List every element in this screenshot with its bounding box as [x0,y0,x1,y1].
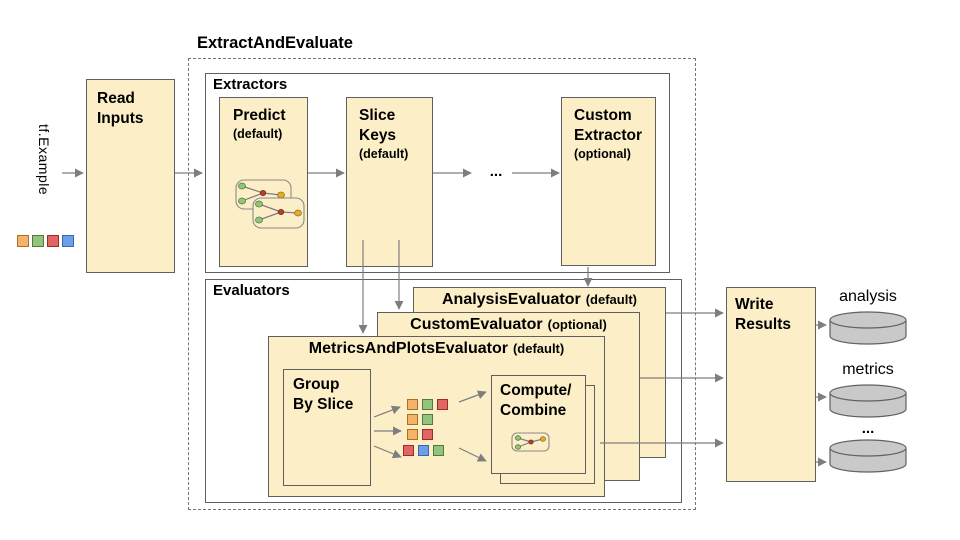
extract-and-evaluate-boundary [188,58,696,510]
predict-qualifier: (default) [233,127,283,141]
compute-combine-box: Compute/ Combine [491,375,586,474]
slice-keys-label: Slice Keys [359,107,397,144]
slice-keys-extractor-box: Slice Keys (default) [346,97,433,267]
slice-color-chip [437,399,448,410]
extractors-ellipsis: ... [489,163,503,180]
slice-color-chip [407,429,418,440]
slice-color-chip [62,235,74,247]
slice-color-chip [418,445,429,456]
read-inputs-box: Read Inputs [86,79,175,273]
custom-extractor-label: Custom Extractor [574,107,643,144]
slice-chip-row-1 [407,399,448,410]
group-by-slice-label: Group By Slice [293,376,354,413]
extractors-section: Extractors [205,73,670,273]
write-results-box: Write Results [726,287,816,482]
custom-extractor-qualifier: (optional) [574,147,631,161]
extractors-section-label: Extractors [213,76,288,93]
read-inputs-label: Read Inputs [97,90,144,127]
analysis-store-label: analysis [839,288,897,305]
slice-color-chip [407,399,418,410]
slice-chip-row-2 [407,414,433,425]
tf-example-chips-icon [17,235,74,247]
group-by-slice-box: Group By Slice [283,369,371,486]
analysis-store-cylinder-icon [829,311,907,345]
evaluators-section-label: Evaluators [213,282,290,299]
slice-color-chip [422,414,433,425]
slice-color-chip [433,445,444,456]
slice-chip-row-4 [403,445,444,456]
custom-evaluator-qualifier: (optional) [547,317,607,332]
slice-color-chip [47,235,59,247]
metrics-and-plots-evaluator-label: MetricsAndPlotsEvaluator [308,340,508,357]
predict-label: Predict [233,107,286,124]
tf-example-label: tf.Example [36,124,52,196]
slice-color-chip [422,429,433,440]
slice-keys-qualifier: (default) [359,147,409,161]
metrics-and-plots-evaluator-qualifier: (default) [512,341,565,356]
slice-color-chip [32,235,44,247]
analysis-evaluator-qualifier: (default) [585,292,637,307]
slice-color-chip [407,414,418,425]
write-results-label: Write Results [735,296,791,333]
other-store-cylinder-icon [829,439,907,473]
evaluators-section: Evaluators [205,279,682,503]
diagram-title: ExtractAndEvaluate [197,34,353,52]
stores-ellipsis: ... [861,420,875,437]
compute-combine-label: Compute/ Combine [500,382,572,419]
metrics-store-cylinder-icon [829,384,907,418]
slice-chip-row-3 [407,429,433,440]
slice-color-chip [422,399,433,410]
custom-evaluator-label: CustomEvaluator [410,316,543,333]
slice-color-chip [17,235,29,247]
predict-extractor-box: Predict (default) [219,97,308,267]
analysis-evaluator-label: AnalysisEvaluator [441,291,581,308]
slice-color-chip [403,445,414,456]
custom-extractor-box: Custom Extractor (optional) [561,97,656,266]
metrics-store-label: metrics [842,361,894,378]
